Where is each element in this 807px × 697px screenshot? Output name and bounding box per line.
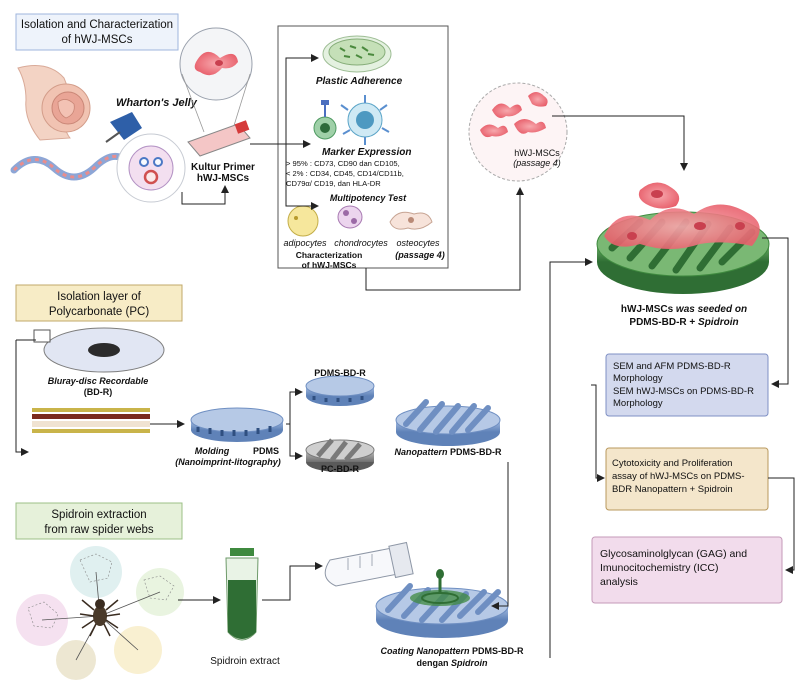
svg-text:Polycarbonate (PC): Polycarbonate (PC): [49, 306, 150, 318]
spidroin-extract-tube-icon: [225, 548, 259, 641]
adipocyte-icon: [287, 205, 319, 237]
svg-text:BDR Nanopattern + Spidroin: BDR Nanopattern + Spidroin: [612, 484, 733, 495]
svg-text:of hWJ-MSCs: of hWJ-MSCs: [302, 260, 357, 270]
pdms-mold-icon: [190, 407, 284, 442]
nanopattern-pdms-icon: [395, 399, 501, 446]
bluray-label: Bluray-disc Recordable: [48, 376, 149, 386]
hwj-msc-passage4-icon: [468, 82, 568, 182]
scalpel-hand-icon: [105, 112, 142, 143]
osteocytes-label: osteocytes: [396, 238, 440, 248]
pregnancy-illustration: [17, 65, 91, 141]
bluray-disc-icon: [33, 327, 165, 373]
sem-afm-box: SEM and AFM PDMS-BD-R Morphology SEM hWJ…: [605, 353, 769, 417]
multipotency-test-label: Multipotency Test: [330, 193, 407, 203]
coating-label: Coating Nanopattern PDMS-BD-R: [381, 646, 524, 656]
svg-text:Cytotoxicity and Proliferation: Cytotoxicity and Proliferation: [612, 458, 732, 469]
gag-icc-box: Glycosaminolglycan (GAG) and Imunocitoch…: [591, 536, 783, 604]
connector-arrows: [15, 54, 795, 658]
spidroin-extract-label: Spidroin extract: [210, 656, 280, 667]
section-title-polycarbonate: Isolation layer of Polycarbonate (PC): [15, 284, 183, 322]
svg-text:Isolation layer of: Isolation layer of: [57, 291, 142, 303]
section-title-spidroin: Spidroin extraction from raw spider webs: [15, 502, 183, 540]
chondrocytes-label: chondrocytes: [334, 238, 388, 248]
osteocyte-icon: [389, 211, 433, 230]
svg-text:of hWJ-MSCs: of hWJ-MSCs: [62, 34, 133, 46]
culture-flask-icon: [187, 120, 251, 157]
cord-cross-section-icon: [116, 133, 186, 203]
marker-line-2: < 2% : CD34, CD45, CD14/CD11b,: [286, 169, 404, 178]
marker-line-1: > 95% : CD73, CD90 dan CD105,: [286, 159, 400, 168]
spider-icon: [79, 599, 121, 637]
nanoimprint-label: (Nanoimprint-litography): [175, 457, 281, 467]
svg-text:from raw spider webs: from raw spider webs: [44, 524, 154, 536]
svg-text:Glycosaminolglycan (GAG) and: Glycosaminolglycan (GAG) and: [600, 548, 747, 560]
characterization-label: Characterization: [296, 250, 363, 260]
svg-text:(BD-R): (BD-R): [84, 387, 113, 397]
svg-text:Spidroin extraction: Spidroin extraction: [51, 509, 146, 521]
svg-text:Morphology: Morphology: [613, 398, 663, 409]
plastic-adherence-label: Plastic Adherence: [316, 76, 403, 87]
marker-expression-label: Marker Expression: [322, 147, 412, 158]
coating-label-2: dengan Spidroin: [416, 658, 488, 668]
spider-web-icon: [16, 546, 184, 680]
coating-scaffold-icon: [375, 569, 509, 638]
pc-bd-r-label: PC-BD-R: [321, 464, 359, 474]
pdms-bd-r-icon: [305, 375, 375, 406]
svg-text:Imunocitochemistry (ICC): Imunocitochemistry (ICC): [600, 562, 718, 574]
cytotoxicity-box: Cytotoxicity and Proliferation assay of …: [605, 447, 769, 511]
svg-text:Morphology: Morphology: [613, 373, 663, 384]
chondrocyte-icon: [337, 205, 363, 229]
seeded-label-2: PDMS-BD-R + Spidroin: [629, 317, 738, 328]
svg-text:Isolation and Characterization: Isolation and Characterization: [21, 19, 173, 31]
svg-text:SEM and AFM PDMS-BD-R: SEM and AFM PDMS-BD-R: [613, 361, 731, 372]
passage4-label: (passage 4): [395, 250, 445, 260]
umbilical-cord-icon: [10, 152, 126, 181]
seeded-label: hWJ-MSCs was seeded on: [621, 304, 747, 315]
pc-bd-r-icon: [305, 438, 375, 472]
nanopattern-label: Nanopattern PDMS-BD-R: [394, 447, 502, 457]
molding-label: Molding: [195, 446, 230, 456]
culture-flask-magnified: [179, 27, 253, 133]
svg-text:analysis: analysis: [600, 576, 638, 588]
petri-dish-icon: [322, 35, 392, 73]
marker-expression-icon: [313, 95, 390, 145]
whartons-jelly-label: Wharton's Jelly: [116, 97, 198, 109]
hwj-passage-label: hWJ-MSCs: [514, 148, 560, 158]
pdms-bd-r-label: PDMS-BD-R: [314, 368, 366, 378]
marker-line-3: CD79α/ CD19, dan HLA-DR: [286, 179, 381, 188]
pdms-label: PDMS: [253, 446, 279, 456]
bluray-layers-icon: [32, 408, 150, 433]
svg-text:assay of hWJ-MSCs on PDMS-: assay of hWJ-MSCs on PDMS-: [612, 471, 745, 482]
svg-text:(passage 4): (passage 4): [513, 158, 561, 168]
svg-text:SEM hWJ-MSCs on PDMS-BD-R: SEM hWJ-MSCs on PDMS-BD-R: [613, 386, 754, 397]
centrifuge-tube-icon: [324, 541, 414, 587]
adipocytes-label: adipocytes: [283, 238, 327, 248]
seeded-scaffold-icon: [596, 182, 770, 294]
svg-text:hWJ-MSCs: hWJ-MSCs: [197, 173, 250, 184]
section-title-isolation-wj: Isolation and Characterization of hWJ-MS…: [15, 13, 179, 51]
kultur-primer-label: Kultur Primer: [191, 162, 255, 173]
